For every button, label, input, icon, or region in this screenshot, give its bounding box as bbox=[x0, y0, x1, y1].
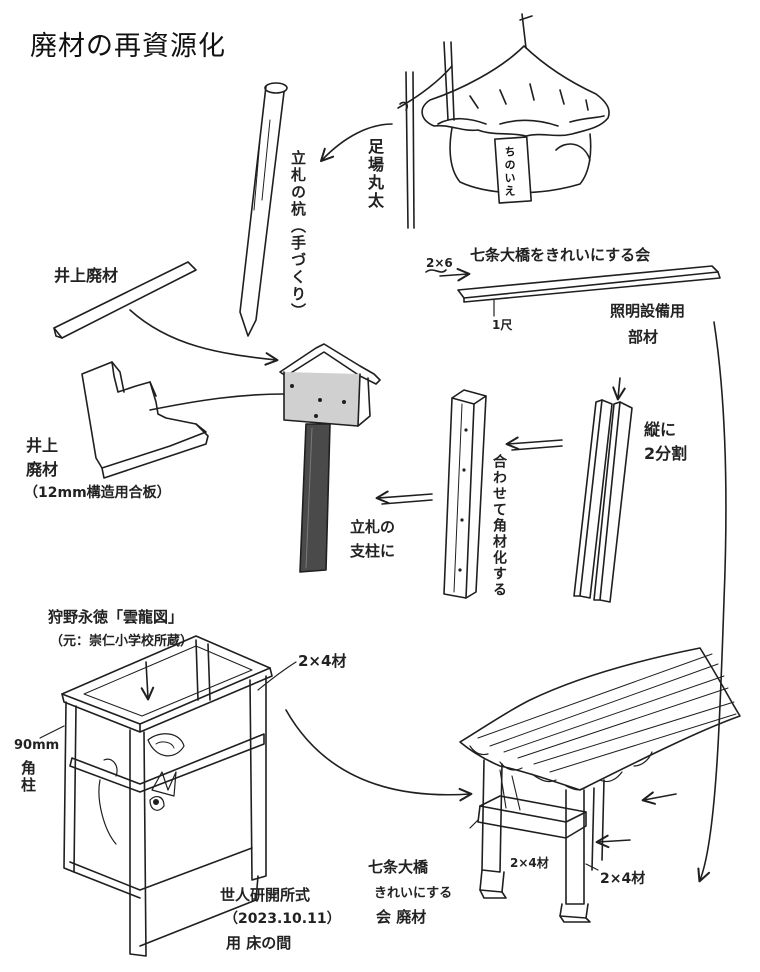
roofed-stand bbox=[459, 647, 741, 923]
page-title: 廃材の再資源化 bbox=[30, 31, 226, 62]
label-shichijo-c: 会 廃材 bbox=[376, 908, 427, 926]
label-ikegami2-a: 井上 bbox=[26, 436, 59, 455]
label-unryu: 狩野永徳「雲龍図」 bbox=[48, 608, 184, 626]
label-ikegami-scrap: 井上廃材 bbox=[54, 266, 119, 285]
label-hut-sign: ちのいえ bbox=[503, 146, 516, 198]
label-board-dim: 1尺 bbox=[492, 318, 513, 332]
label-expo-a: 世人研開所式 bbox=[220, 886, 311, 904]
scrap-board bbox=[53, 261, 197, 339]
long-board bbox=[425, 266, 721, 317]
label-shichijo-b: きれいにする bbox=[374, 886, 453, 901]
arrow-scaffold-to-stake bbox=[319, 123, 393, 163]
stake-pole bbox=[239, 82, 288, 337]
thatched-hut bbox=[421, 13, 610, 204]
label-combine: 合わせて角材化する bbox=[491, 454, 507, 598]
label-90mm: 90mm bbox=[14, 738, 60, 753]
arrow-frame-to-stand bbox=[285, 709, 473, 802]
arrow-into-stand bbox=[641, 791, 677, 805]
scaffold-poles bbox=[397, 41, 455, 229]
label-expo-c: 用 床の間 bbox=[226, 934, 292, 952]
label-2x4-frame: 2×4材 bbox=[298, 652, 347, 670]
label-unryu-origin: （元：崇仁小学校所蔵） bbox=[50, 634, 194, 649]
arrow-combine-to-post bbox=[375, 490, 433, 505]
tokonoma-frame bbox=[61, 635, 273, 957]
label-ikegami2-b: 廃材 bbox=[26, 460, 59, 479]
label-board-size: 2×6 bbox=[426, 256, 453, 270]
label-post-b: 支柱に bbox=[350, 542, 396, 560]
label-long-board: 七条大橋をきれいにする会 bbox=[470, 246, 651, 264]
arrow-board-to-sign bbox=[129, 309, 279, 366]
hut-spire bbox=[519, 13, 533, 49]
label-split-b: 2分割 bbox=[644, 444, 688, 463]
label-ashiba: 足場丸太 bbox=[365, 138, 384, 210]
arrow-right-down bbox=[697, 321, 727, 883]
label-split-a: 縦に bbox=[644, 420, 677, 439]
combined-post bbox=[443, 389, 487, 599]
label-kakubashira: 角柱 bbox=[19, 760, 37, 794]
hut-sign-board bbox=[494, 136, 532, 204]
label-post-a: 立札の bbox=[350, 518, 396, 536]
arrow-plywood-to-sign bbox=[149, 393, 285, 411]
leader-2x4 bbox=[257, 661, 297, 691]
label-stand-2x4-right: 2×4材 bbox=[600, 871, 646, 887]
split-boards bbox=[573, 377, 633, 603]
label-lighting-b: 部材 bbox=[628, 328, 659, 346]
label-shichijo-a: 七条大橋 bbox=[368, 858, 429, 876]
label-plywood: （12mm構造用合板） bbox=[24, 485, 171, 501]
hut-roof bbox=[421, 45, 610, 137]
plywood-scrap bbox=[81, 361, 209, 479]
label-expo-b: （2023.10.11） bbox=[224, 911, 341, 927]
label-stand-2x4-left: 2×4材 bbox=[510, 856, 549, 870]
sign-post bbox=[279, 343, 381, 573]
arrow-split-to-combine bbox=[505, 436, 563, 451]
label-lighting-a: 照明設備用 bbox=[610, 302, 686, 320]
label-stake: 立札の杭（手づくり） bbox=[289, 150, 307, 320]
